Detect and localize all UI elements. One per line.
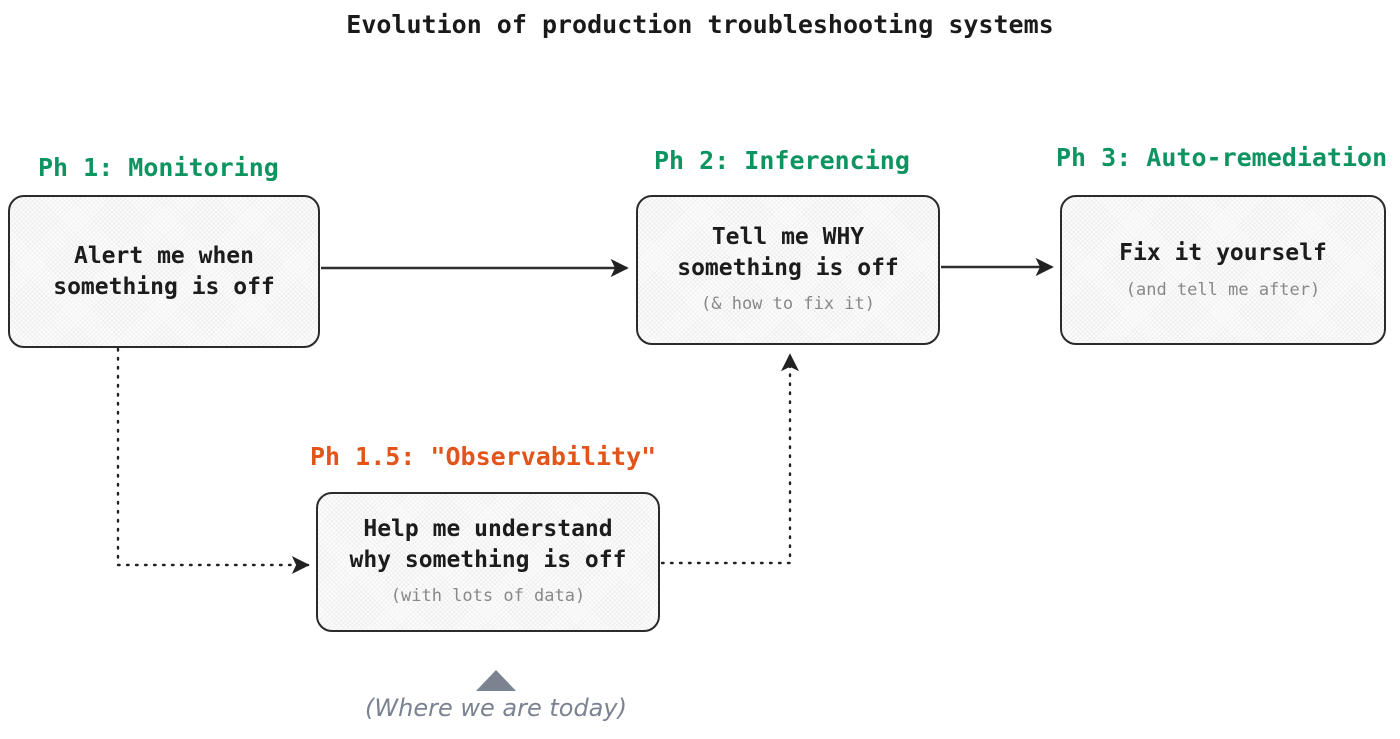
phase-label-2: Ph 2: Inferencing [654,146,910,175]
node-observability-title: Help me understand why something is off [349,515,627,573]
page-title: Evolution of production troubleshooting … [346,10,1054,39]
node-auto-remediation-subtitle: (and tell me after) [1125,279,1321,300]
node-auto-remediation-title: Fix it yourself [1119,240,1327,267]
node-observability-subtitle: (with lots of data) [390,586,586,607]
node-auto-remediation[interactable]: Fix it yourself (and tell me after) [1060,195,1386,345]
node-observability[interactable]: Help me understand why something is off … [316,492,660,632]
phase-label-3: Ph 3: Auto-remediation [1056,143,1388,172]
edge-monitoring-to-observability [116,347,310,574]
node-monitoring-title: Alert me when something is off [53,242,275,300]
node-monitoring[interactable]: Alert me when something is off [8,195,320,348]
up-triangle-icon [476,670,516,691]
phase-label-1: Ph 1: Monitoring [38,153,279,182]
phase-label-1-5: Ph 1.5: "Observability" [310,442,657,471]
node-inferencing[interactable]: Tell me WHY something is off (& how to f… [636,195,940,345]
today-annotation: (Where we are today) [365,694,627,722]
node-inferencing-subtitle: (& how to fix it) [701,294,875,315]
edge-observability-to-inferencing [660,353,799,565]
node-inferencing-title: Tell me WHY something is off [677,223,899,281]
